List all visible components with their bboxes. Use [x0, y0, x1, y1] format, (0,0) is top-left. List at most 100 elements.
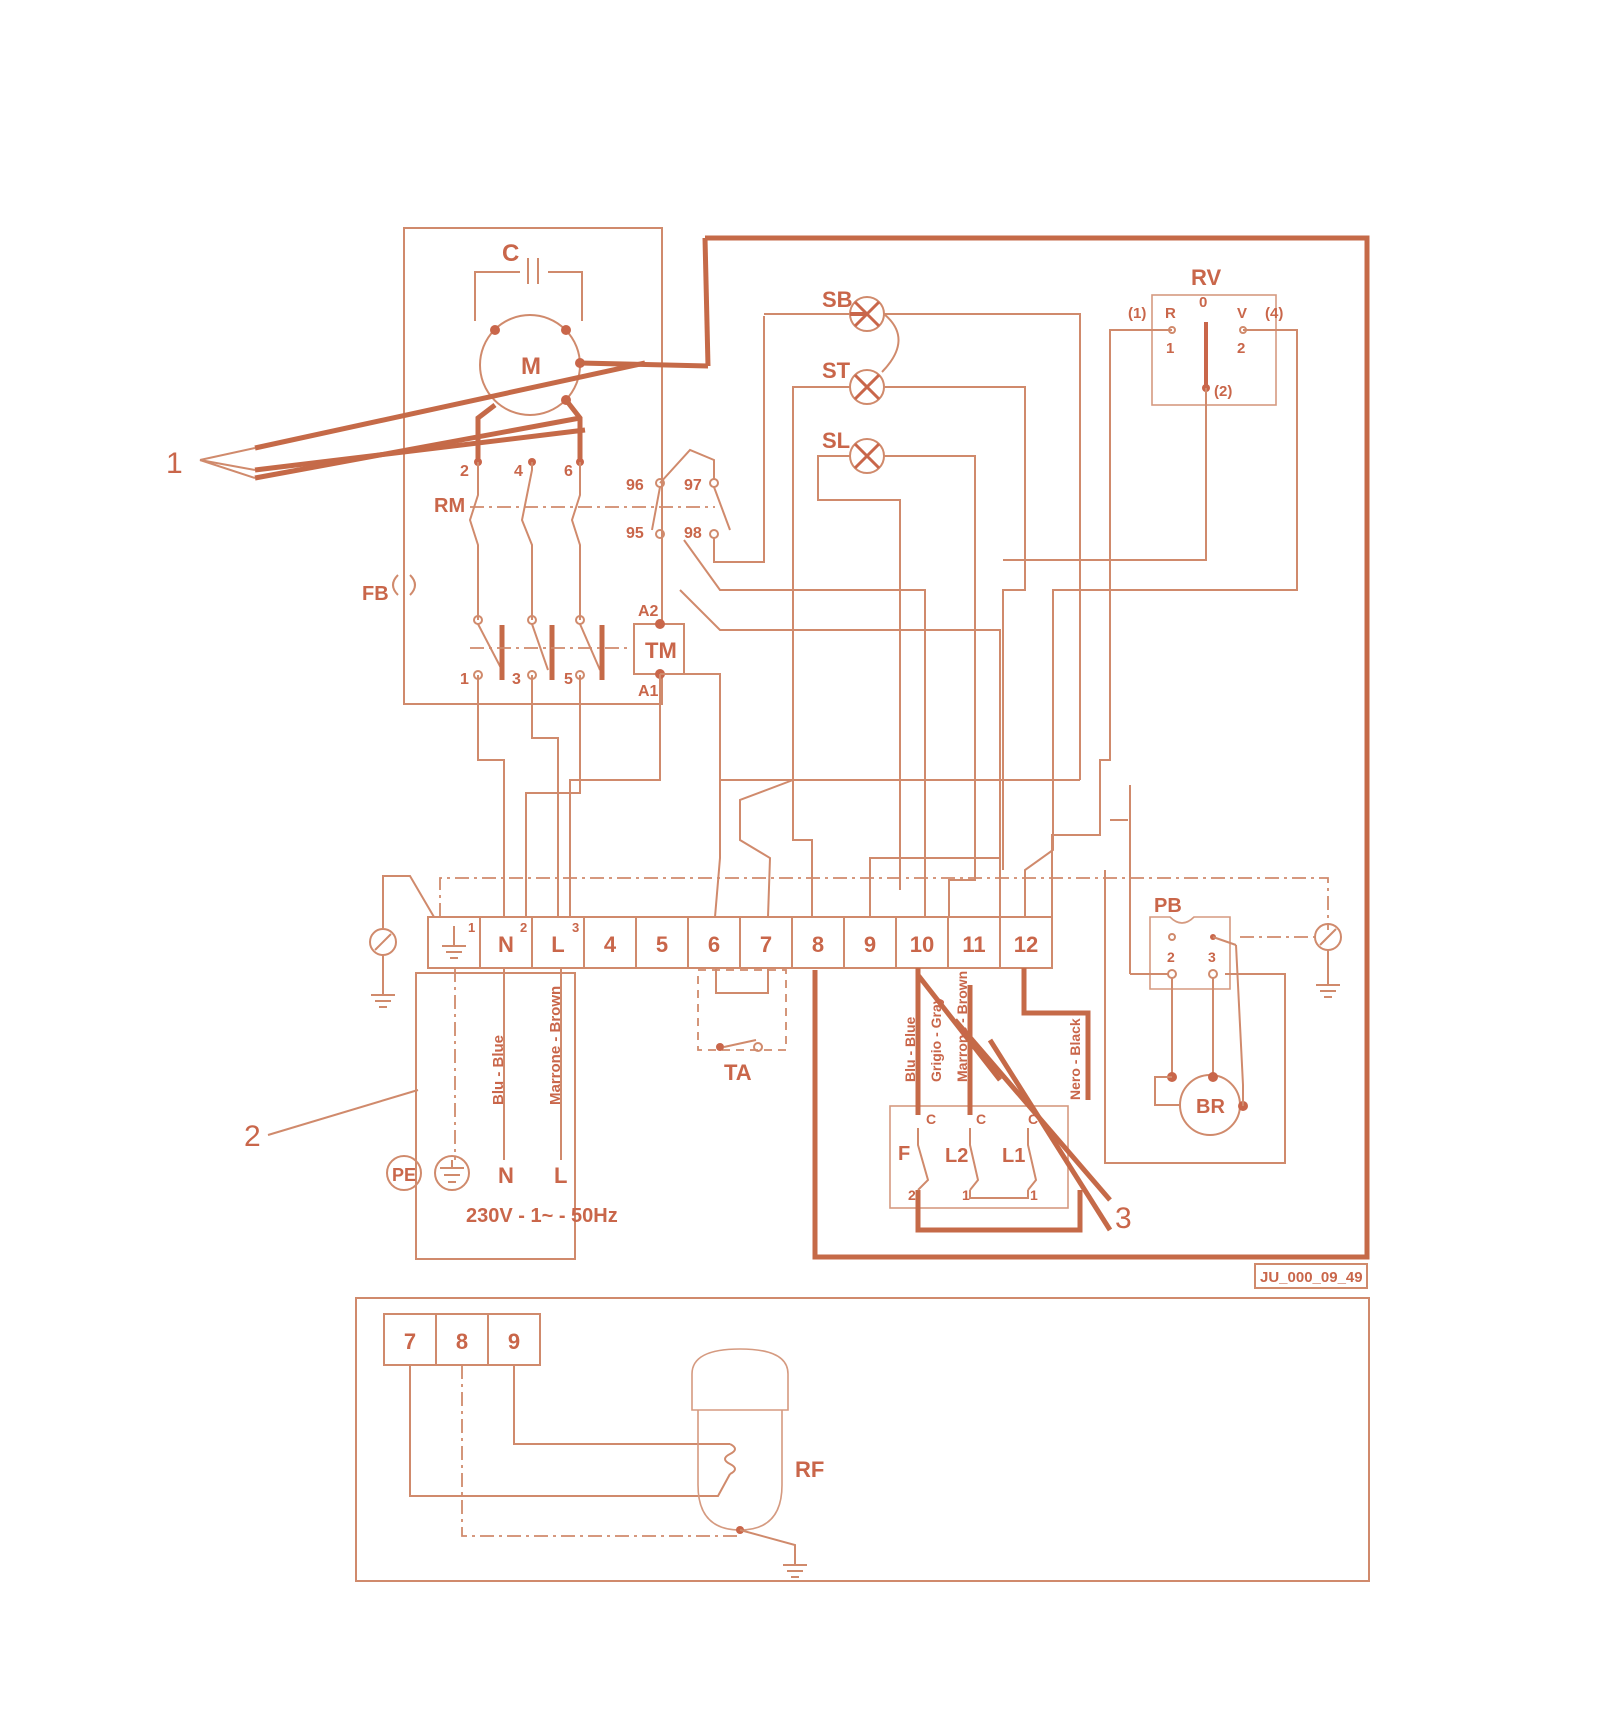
earth-terminal-right-slash [1319, 928, 1337, 946]
terminal-2 [479, 916, 533, 969]
selector-r: R [1165, 305, 1176, 322]
pe-label: PE [392, 1165, 416, 1185]
callout-1-leader-a [254, 360, 646, 451]
rm-pin-96: 96 [626, 477, 644, 494]
supply-cable-frame [415, 972, 576, 1260]
selector-r-wire [1051, 329, 1172, 917]
ground-icon-rf [783, 1564, 807, 1578]
rm-label: RM [434, 495, 465, 517]
selector-zero: 0 [1199, 294, 1207, 311]
rf-cap [691, 1348, 789, 1411]
terminal-earth-icon [442, 926, 466, 959]
terminal-9 [843, 916, 897, 969]
sb-st-link [881, 313, 900, 373]
supply-rating: 230V - 1~ - 50Hz [466, 1205, 618, 1227]
aux-98-to-sb [713, 316, 765, 563]
diagram-id: JU_000_09_49 [1260, 1269, 1363, 1286]
pressure-switch-label: PB [1154, 895, 1182, 917]
burner-pb-link [1235, 944, 1244, 1106]
callout-1: 1 [166, 447, 183, 480]
earth-symbol-circle [434, 1155, 470, 1191]
flame-l-link [969, 1190, 1029, 1199]
cable-black-label: Nero - Black [1067, 1018, 1083, 1100]
flame-return-loop [915, 1190, 1083, 1233]
cable-brown-label: Marrone - Brown [954, 971, 970, 1082]
terminal-sub: 2 [520, 920, 527, 935]
k-contact-3 [579, 623, 601, 671]
motor-wire-2 [475, 403, 497, 462]
terminal-8 [791, 916, 845, 969]
pb-pin-3: 3 [1208, 949, 1216, 965]
selector-label: RV [1191, 265, 1221, 290]
lower-terminal-label: 9 [508, 1329, 520, 1354]
cable-black [1021, 968, 1091, 1100]
terminal-label: N [498, 932, 514, 957]
flame-l2-label: L2 [945, 1145, 968, 1167]
lower-terminal-9 [487, 1313, 541, 1366]
st-right-wire [884, 386, 1026, 870]
pb-terminal-2 [1167, 969, 1177, 979]
cap-wire-right [548, 271, 583, 321]
timer-a1: A1 [638, 683, 659, 700]
ta-contact-a [716, 1043, 724, 1051]
flame-f-switch [917, 1128, 930, 1191]
resistor-label: RF [795, 1457, 824, 1482]
outer-harness-frame [705, 235, 1370, 1260]
wire-95-to-10 [683, 539, 926, 917]
selector-v: V [1237, 305, 1247, 322]
sb-right-wire [884, 313, 1081, 780]
terminal-12 [999, 916, 1053, 969]
capacitor-label: C [502, 240, 519, 267]
terminal-label: 5 [656, 932, 668, 957]
pb-pin-2: 2 [1167, 949, 1175, 965]
aux-98 [709, 529, 719, 539]
rm-pin-4: 4 [514, 463, 523, 480]
selector-common-wire [1003, 388, 1207, 561]
lamp-st-label: ST [822, 358, 851, 383]
supply-blue-label: Blu - Blue [490, 1035, 507, 1105]
terminal-label: L [551, 932, 564, 957]
terminal-label: 11 [962, 932, 985, 957]
flame-pin-c-f: C [926, 1111, 936, 1127]
harness-drop [702, 237, 711, 367]
timer-a2: A2 [638, 603, 659, 620]
pe-circle [386, 1155, 422, 1191]
st-left-wire [792, 386, 850, 917]
wire-a2-to-11 [679, 589, 1001, 917]
supply-brown-label: Marrone - Brown [547, 986, 564, 1105]
wire-k3-to-l [531, 675, 559, 917]
aux-97 [709, 478, 719, 488]
selector-pos-1: (1) [1128, 305, 1146, 322]
flame-l2-switch [969, 1128, 980, 1191]
flame-f-label: F [898, 1143, 910, 1165]
terminal-11 [947, 916, 1001, 969]
callout-1-line-c [199, 459, 256, 479]
lower-terminal-label: 8 [456, 1329, 468, 1354]
callout-1-line-a [199, 447, 256, 461]
terminal-label: 12 [1014, 932, 1038, 957]
ground-icon-left [371, 994, 395, 1008]
wire-k5-branch [525, 675, 581, 917]
flame-l1-switch [1027, 1128, 1038, 1191]
wire-a1-branch [569, 674, 661, 917]
rf-wire-7 [409, 1365, 731, 1497]
supply-l-label: L [554, 1163, 567, 1188]
terminal-label: 6 [708, 932, 720, 957]
flame-l1-label: L1 [1002, 1145, 1025, 1167]
lamp-st [849, 369, 885, 405]
earth-left-wire [382, 875, 435, 928]
rm-pole-2 [520, 462, 533, 620]
lower-section-frame [355, 1297, 1370, 1582]
lower-terminal-8 [435, 1313, 489, 1366]
rm-pole-1 [468, 462, 479, 620]
wire-a1-to-6 [660, 673, 721, 918]
flame-pin-1b: 1 [1030, 1187, 1038, 1203]
timer-label: TM [645, 638, 677, 663]
lamp-sb-label: SB [822, 287, 853, 312]
aux-switch-a [651, 486, 661, 531]
rm-pole-3 [570, 462, 581, 620]
flame-unit-box [889, 1105, 1069, 1209]
k-contact-2 [531, 623, 549, 671]
cap-wire-left [474, 271, 520, 321]
